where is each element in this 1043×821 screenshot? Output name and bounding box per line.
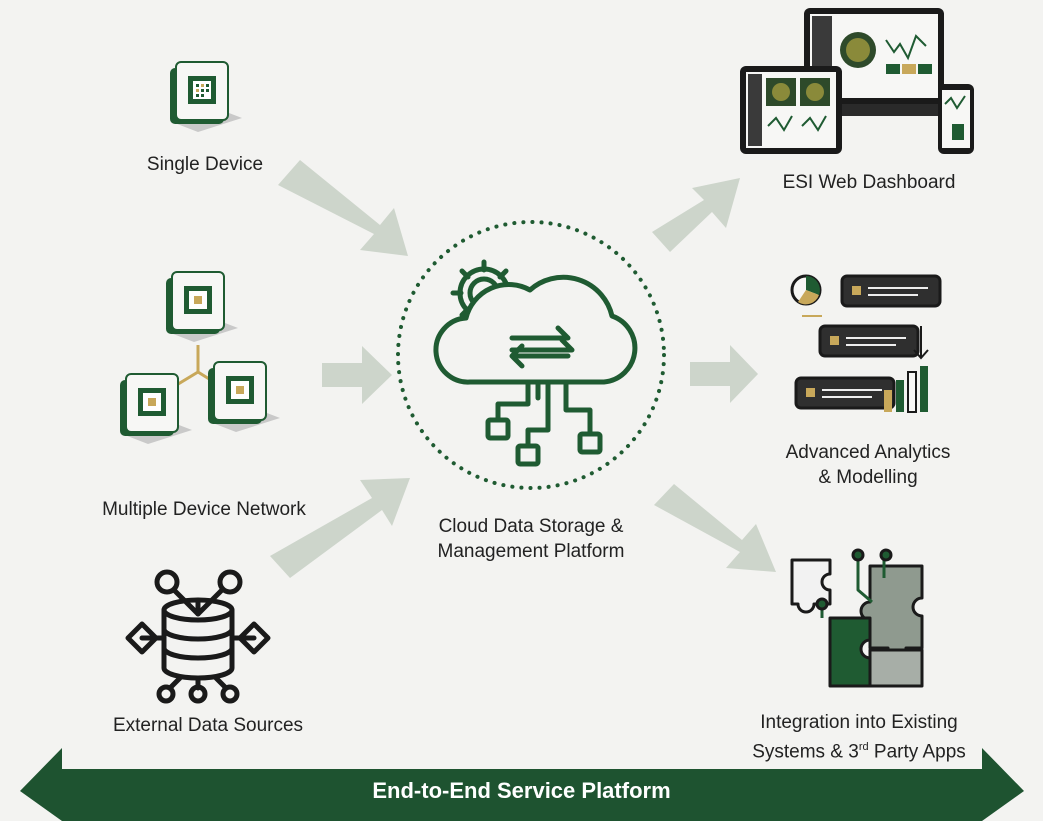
label-single-device: Single Device: [112, 152, 298, 177]
arrow-external-to-cloud: [270, 478, 410, 578]
device-network-icon: [120, 271, 280, 444]
arrow-cloud-to-analytics: [690, 345, 758, 403]
device-icon: [170, 61, 242, 132]
multiple-device-text: Multiple Device Network: [102, 499, 306, 520]
cloud-gear-icon: [433, 259, 638, 467]
label-web-dashboard: ESI Web Dashboard: [756, 170, 982, 195]
label-cloud-platform: Cloud Data Storage & Management Platform: [422, 514, 640, 564]
arrow-single-to-cloud: [278, 160, 408, 256]
dashboard-devices-icon: [740, 8, 974, 154]
puzzle-icon: [790, 548, 924, 688]
analytics-line-2: & Modelling: [818, 467, 918, 488]
label-multiple-device-network: Multiple Device Network: [70, 497, 338, 522]
label-external-data-sources: External Data Sources: [92, 713, 324, 738]
integration-line-1: Integration into Existing: [760, 712, 958, 733]
banner-label: End-to-End Service Platform: [372, 778, 671, 803]
arrow-network-to-cloud: [322, 346, 392, 404]
external-sources-text: External Data Sources: [112, 715, 304, 736]
integration-line-2: Systems & 3rd Party Apps: [724, 735, 994, 764]
integration-line-2a: Systems & 3: [752, 741, 859, 763]
integration-superscript: rd: [858, 741, 869, 753]
cloud-dotted-ring: [396, 220, 666, 490]
single-device-text: Single Device: [146, 154, 264, 175]
arrow-cloud-to-integration: [654, 484, 776, 572]
cloud-line-1: Cloud Data Storage &: [438, 516, 624, 537]
dashboard-text: ESI Web Dashboard: [782, 172, 956, 193]
arrow-cloud-to-dashboard: [652, 178, 740, 252]
analytics-line-1: Advanced Analytics: [785, 442, 951, 463]
integration-line-2b: Party Apps: [868, 741, 966, 763]
banner-double-arrow: [20, 748, 1024, 821]
label-analytics: Advanced Analytics & Modelling: [752, 440, 984, 490]
flow-arrows: [270, 160, 776, 578]
cloud-line-2: Management Platform: [437, 541, 625, 562]
label-integration: Integration into Existing Systems & 3rd …: [724, 710, 994, 764]
analytics-icon: [790, 274, 942, 413]
database-icon: [125, 569, 271, 704]
